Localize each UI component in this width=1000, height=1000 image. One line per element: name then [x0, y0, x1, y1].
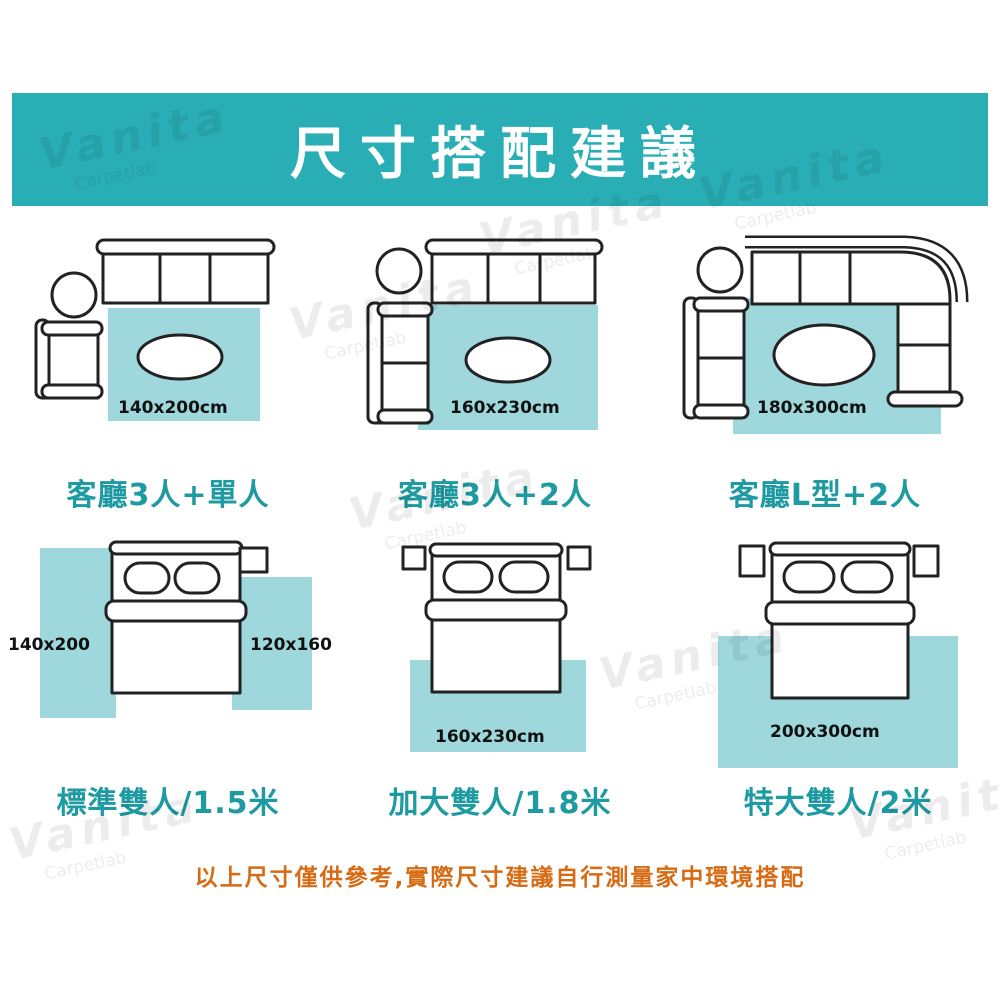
rug-120x160	[232, 577, 312, 710]
caption-card-1: 客廳3人+單人	[66, 478, 270, 513]
title-banner: 尺寸搭配建議	[12, 93, 988, 206]
living-room-3plus1-illustration	[34, 238, 276, 421]
queen-bed-illustration	[401, 542, 592, 752]
caption-card-5: 加大雙人/1.8米	[388, 786, 612, 821]
page-title: 尺寸搭配建議	[290, 122, 710, 187]
size-label-card-3: 180x300cm	[757, 398, 867, 418]
living-room-l-shape-illustration	[682, 235, 969, 434]
size-label-card-4-left: 140x200	[8, 635, 90, 655]
living-room-3plus2-illustration	[366, 238, 604, 430]
size-label-card-6: 200x300cm	[770, 722, 880, 742]
caption-card-4: 標準雙人/1.5米	[56, 786, 280, 821]
standard-double-bed-illustration	[40, 540, 312, 718]
size-label-card-1: 140x200cm	[118, 398, 228, 418]
king-bed-illustration	[718, 541, 958, 768]
caption-card-6: 特大雙人/2米	[743, 786, 933, 821]
rug-140x200	[40, 548, 116, 718]
size-label-card-4-right: 120x160	[250, 635, 332, 655]
size-label-card-5: 160x230cm	[435, 727, 545, 747]
size-label-card-2: 160x230cm	[450, 398, 560, 418]
caption-card-3: 客廳L型+2人	[728, 478, 922, 513]
footer-note: 以上尺寸僅供參考,實際尺寸建議自行測量家中環境搭配	[194, 865, 806, 891]
caption-card-2: 客廳3人+2人	[398, 478, 592, 513]
